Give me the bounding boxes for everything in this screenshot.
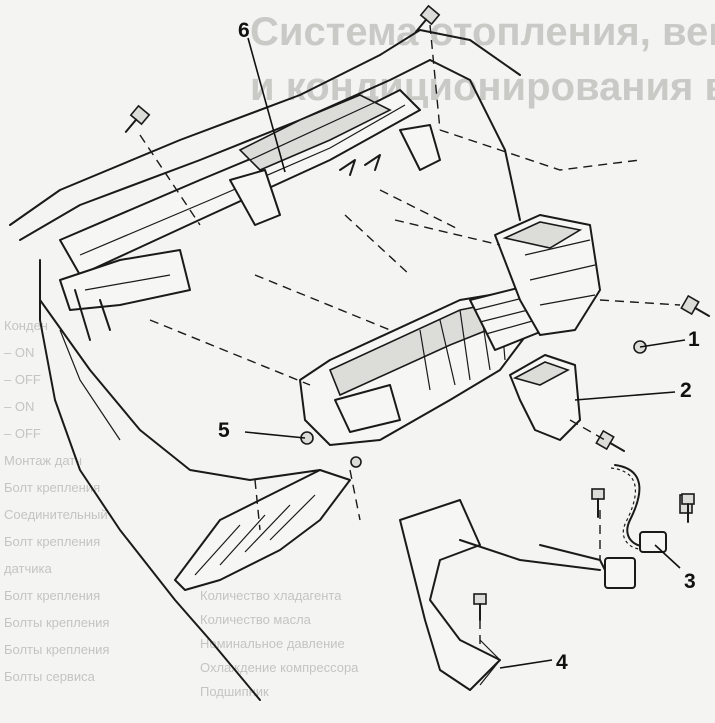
lower-air-duct — [174, 469, 351, 591]
bleed-side-line: Болт крепления — [4, 588, 100, 603]
bleed-bottom-line: Номинальное давление — [200, 636, 345, 651]
bleed-bottom-line: Количество масла — [200, 612, 312, 627]
assembly-guide-lines — [139, 24, 681, 650]
bleed-through-text: Система отопления, вентил и кондициониро… — [4, 10, 715, 699]
dashboard-outline — [9, 29, 521, 701]
callout-4: 4 — [556, 651, 568, 674]
callout-labels: 1 2 3 4 5 6 — [218, 19, 700, 674]
bleed-side-line: – OFF — [4, 372, 41, 387]
callout-5: 5 — [218, 419, 230, 442]
callout-2: 2 — [680, 379, 692, 402]
callout-3: 3 — [684, 570, 696, 593]
bleed-side-line: Конден — [4, 318, 48, 333]
bleed-side-line: – OFF — [4, 426, 41, 441]
air-intake-duct-icon — [494, 214, 601, 336]
callout-1: 1 — [688, 328, 700, 351]
bleed-heading-2: и кондиционирования возд — [250, 65, 715, 109]
bleed-heading-1: Система отопления, вентил — [250, 10, 715, 54]
bleed-side-line: – ON — [4, 345, 34, 360]
bleed-bottom-line: Охлаждение компрессора — [200, 660, 359, 675]
bleed-side-line: Болты крепления — [4, 615, 109, 630]
bleed-bottom-line: Подшипник — [200, 684, 269, 699]
blower-resistor-connector-icon — [610, 464, 693, 553]
bleed-side-line: Болты крепления — [4, 642, 109, 657]
bleed-side-line: – ON — [4, 399, 34, 414]
callout-6: 6 — [238, 19, 250, 42]
recirculation-duct-icon — [509, 354, 581, 441]
bleed-side-line: Соединительный — [4, 507, 108, 522]
heater-housing — [299, 284, 546, 446]
bleed-side-line: Болт крепления — [4, 480, 100, 495]
dashboard-crossmember-icon — [59, 89, 441, 341]
bleed-side-column: Конден – ON – OFF – ON – OFF Монтаж датчБолт … — [4, 318, 109, 684]
bleed-side-line: Монтаж датч — [4, 453, 82, 468]
bleed-side-line: Болты сервиса — [4, 669, 96, 684]
bleed-bottom-line: Количество хладагента — [200, 588, 342, 603]
callout-leaders — [244, 37, 686, 669]
bleed-side-line: Болт крепления — [4, 534, 100, 549]
fastener-screws — [124, 4, 711, 621]
bleed-side-line: датчика — [4, 561, 52, 576]
heater-bracket-icon — [399, 499, 636, 691]
